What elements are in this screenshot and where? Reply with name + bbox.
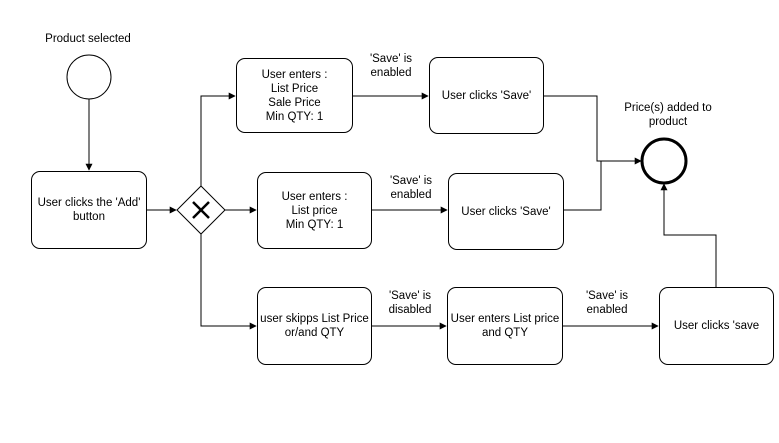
task-click-save-bottom: User clicks 'save (659, 287, 774, 365)
edge-gateway-to-bottom (200, 234, 257, 330)
task-click-save-top: User clicks 'Save' (429, 57, 544, 134)
edge-middle-save-to-end (564, 161, 602, 211)
edge-label-save-enabled-middle: 'Save' is enabled (389, 175, 433, 201)
end-event-label: Price(s) added to product (624, 102, 712, 128)
edge-label-save-enabled-top: 'Save' is enabled (369, 53, 413, 79)
task-click-save-middle: User clicks 'Save' (448, 173, 564, 250)
task-enter-list-sale-price: User enters : List Price Sale Price Min … (236, 58, 353, 133)
edge-gateway-to-top (200, 92, 236, 186)
task-user-clicks-add-button: User clicks the 'Add' button (31, 171, 147, 249)
edge-label-save-disabled: 'Save' is disabled (388, 290, 432, 316)
edge-label-save-enabled-bottom: 'Save' is enabled (585, 290, 629, 316)
start-event (66, 54, 112, 100)
start-event-label: Product selected (45, 33, 131, 45)
task-enter-list-price-min-qty: User enters : List price Min QTY: 1 (257, 172, 372, 249)
edge-bottom-save-to-end (660, 183, 717, 287)
task-enter-list-price-qty: User enters List price and QTY (447, 287, 563, 365)
exclusive-gateway (176, 185, 226, 235)
task-skip-list-price: user skipps List Price or/and QTY (257, 287, 372, 365)
edge-top-save-to-end (544, 95, 642, 165)
end-event (640, 137, 688, 185)
